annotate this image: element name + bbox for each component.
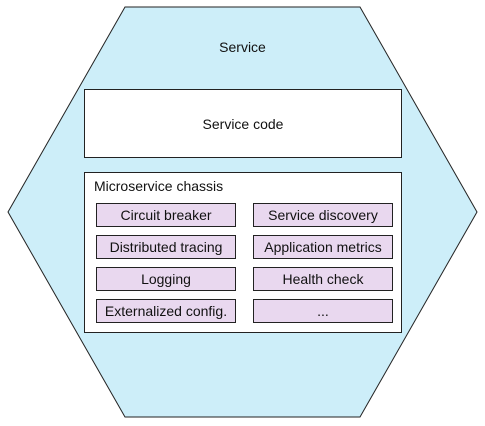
concern-distributed-tracing: Distributed tracing <box>96 235 236 259</box>
concern-label: Circuit breaker <box>120 207 212 223</box>
service-code-box: Service code <box>84 89 402 158</box>
concern-label: Service discovery <box>268 207 378 223</box>
concern-label: Application metrics <box>264 239 382 255</box>
service-label: Service <box>219 39 266 55</box>
concern-label: Distributed tracing <box>109 239 223 255</box>
concern-label: Health check <box>282 271 364 287</box>
concern-label: Logging <box>141 271 191 287</box>
concern-more: ... <box>253 299 393 323</box>
microservice-chassis-box: Microservice chassis Circuit breaker Ser… <box>84 172 402 333</box>
concern-circuit-breaker: Circuit breaker <box>96 203 236 227</box>
concern-application-metrics: Application metrics <box>253 235 393 259</box>
concern-label: ... <box>317 303 329 319</box>
concern-label: Externalized config. <box>104 303 228 319</box>
concern-service-discovery: Service discovery <box>253 203 393 227</box>
chassis-title: Microservice chassis <box>94 178 224 194</box>
concern-externalized-config: Externalized config. <box>96 299 236 323</box>
concern-logging: Logging <box>96 267 236 291</box>
concern-health-check: Health check <box>253 267 393 291</box>
service-code-label: Service code <box>202 115 284 132</box>
